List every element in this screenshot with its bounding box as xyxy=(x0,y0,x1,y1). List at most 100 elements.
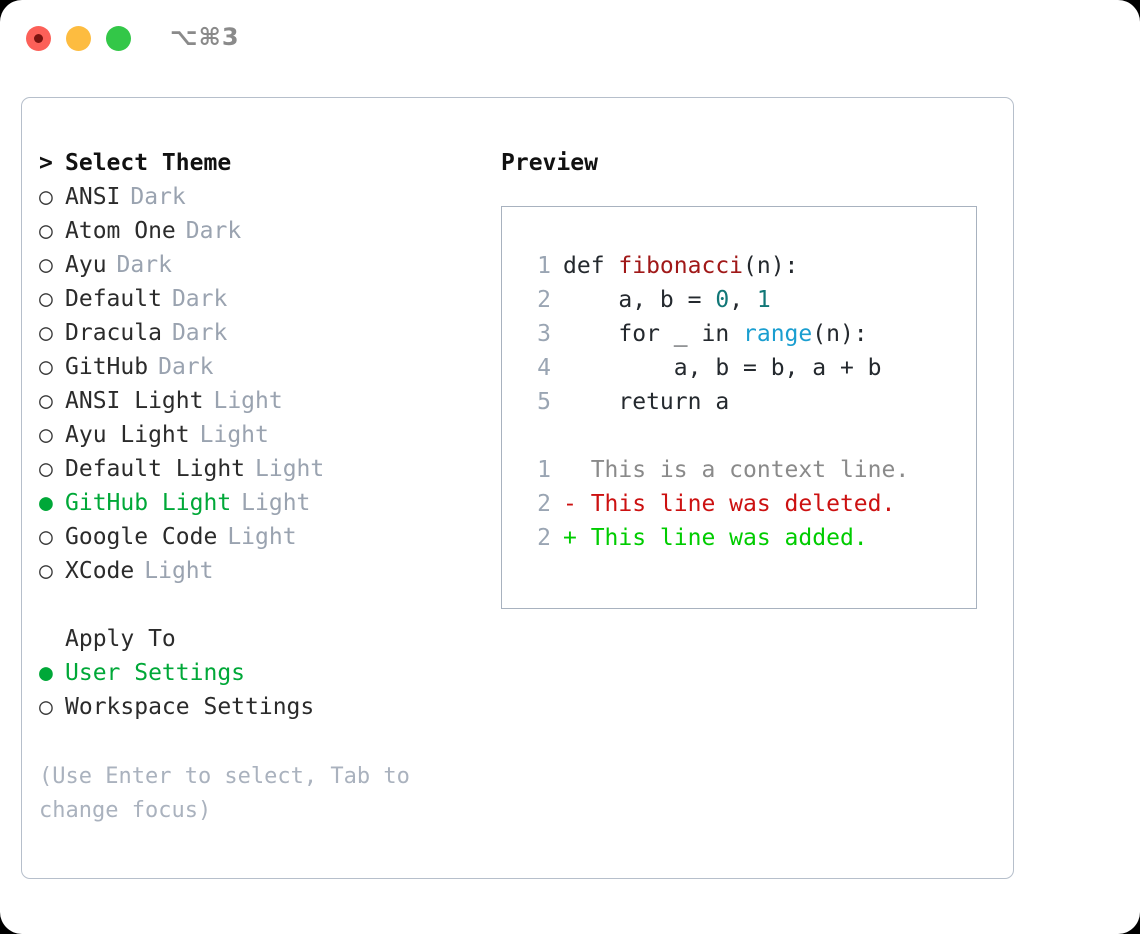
theme-variant-badge: Dark xyxy=(130,184,186,210)
theme-variant-badge: Dark xyxy=(158,354,214,380)
theme-list-item[interactable]: ○ GitHub Dark xyxy=(39,354,479,388)
diff-text: This is a context line. xyxy=(563,457,910,483)
close-icon xyxy=(34,34,43,43)
theme-variant-badge: Light xyxy=(144,558,214,584)
apply-to-title: Apply To xyxy=(65,626,176,652)
line-number: 4 xyxy=(537,355,551,381)
theme-variant-badge: Light xyxy=(241,490,311,516)
close-window-button[interactable] xyxy=(26,26,51,51)
theme-name: Google Code xyxy=(65,524,218,550)
code-token: def xyxy=(563,253,619,279)
theme-list-item[interactable]: ○ ANSI Dark xyxy=(39,184,479,218)
apply-to-item[interactable]: ○ Workspace Settings xyxy=(39,694,479,728)
theme-variant-badge: Dark xyxy=(171,286,228,312)
theme-name: Default xyxy=(65,286,162,312)
theme-name: XCode xyxy=(65,558,135,584)
theme-list-item[interactable]: ○ ANSI Light Light xyxy=(39,388,479,422)
radio-selected-icon[interactable]: ● xyxy=(39,490,53,516)
code-token: 1 xyxy=(756,287,771,313)
code-sample: 1 def fibonacci(n): 2 a, b = 0, 1 3 for _ i… xyxy=(521,253,976,423)
theme-variant-badge: Light xyxy=(227,524,297,550)
code-diff-separator xyxy=(521,423,976,457)
code-token: (n): xyxy=(743,253,799,279)
theme-name: ANSI xyxy=(65,184,121,210)
radio-unselected-icon[interactable]: ○ xyxy=(39,252,53,278)
theme-name: ANSI Light xyxy=(65,388,204,414)
preview-title: Preview xyxy=(501,150,598,176)
code-token: fibonacci xyxy=(618,253,744,279)
radio-unselected-icon[interactable]: ○ xyxy=(39,354,53,380)
select-theme-title: Select Theme xyxy=(65,150,232,176)
code-token: , xyxy=(729,287,757,313)
prompt-caret-icon: > xyxy=(39,150,53,176)
radio-unselected-icon[interactable]: ○ xyxy=(39,694,53,720)
theme-list-item[interactable]: ○ Google Code Light xyxy=(39,524,479,558)
radio-unselected-icon[interactable]: ○ xyxy=(39,218,53,244)
keyboard-hint-text: (Use Enter to select, Tab to change focu… xyxy=(39,764,424,823)
theme-name: GitHub xyxy=(65,354,149,380)
theme-variant-badge: Dark xyxy=(116,252,172,278)
maximize-window-button[interactable] xyxy=(106,26,131,51)
line-number: 2 xyxy=(537,287,551,313)
theme-variant-badge: Light xyxy=(255,456,325,482)
line-number: 3 xyxy=(537,321,551,347)
radio-unselected-icon[interactable]: ○ xyxy=(39,320,53,346)
radio-unselected-icon[interactable]: ○ xyxy=(39,388,53,414)
diff-sample: 1 This is a context line.2- This line wa… xyxy=(521,457,976,559)
theme-list-item[interactable]: ○ XCode Light xyxy=(39,558,479,592)
radio-unselected-icon[interactable]: ○ xyxy=(39,558,53,584)
preview-box: 1 def fibonacci(n): 2 a, b = 0, 1 3 for _ i… xyxy=(501,206,977,609)
radio-unselected-icon[interactable]: ○ xyxy=(39,422,53,448)
theme-list-item[interactable]: ○ Atom One Dark xyxy=(39,218,479,252)
code-token: return a xyxy=(563,389,730,415)
theme-variant-badge: Dark xyxy=(185,218,242,244)
list-spacer xyxy=(39,592,479,626)
apply-to-item[interactable]: ●User Settings xyxy=(39,660,479,694)
radio-unselected-icon[interactable]: ○ xyxy=(39,286,53,312)
line-number: 2 xyxy=(537,491,551,517)
diff-text: - This line was deleted. xyxy=(563,491,896,517)
theme-variant-badge: Light xyxy=(199,422,269,448)
theme-list-item[interactable]: ● GitHub Light Light xyxy=(39,490,479,524)
code-token: range xyxy=(743,321,813,347)
select-theme-header: > Select Theme xyxy=(39,150,479,184)
theme-name: GitHub Light xyxy=(65,490,232,516)
theme-name: Atom One xyxy=(65,218,176,244)
preview-column: Preview 1 def fibonacci(n): 2 a, b = 0, 1 3… xyxy=(501,150,1001,609)
theme-list-item[interactable]: ○ Ayu Light Light xyxy=(39,422,479,456)
theme-list-item[interactable]: ○ Default Dark xyxy=(39,286,479,320)
keyboard-shortcut-label: ⌥⌘3 xyxy=(170,23,240,51)
theme-variant-badge: Dark xyxy=(171,320,228,346)
apply-to-list: ●User Settings○ Workspace Settings xyxy=(39,660,479,728)
theme-name: Ayu Light xyxy=(65,422,190,448)
line-number: 2 xyxy=(537,525,551,551)
code-token: a, b = b, a + b xyxy=(563,355,882,381)
minimize-window-button[interactable] xyxy=(66,26,91,51)
theme-variant-badge: Light xyxy=(213,388,283,414)
line-number: 1 xyxy=(537,253,551,279)
code-token: for _ in xyxy=(563,321,744,347)
theme-name: Ayu xyxy=(65,252,107,278)
theme-list-item[interactable]: ○ Ayu Dark xyxy=(39,252,479,286)
radio-unselected-icon[interactable]: ○ xyxy=(39,184,53,210)
apply-to-header: Apply To xyxy=(39,626,479,660)
title-bar: ⌥⌘3 xyxy=(0,0,1140,78)
diff-line: 2+ This line was added. xyxy=(521,525,976,559)
code-token: a, b = xyxy=(563,287,716,313)
radio-unselected-icon[interactable]: ○ xyxy=(39,524,53,550)
code-line: 5 return a xyxy=(521,389,976,423)
radio-unselected-icon[interactable]: ○ xyxy=(39,456,53,482)
code-line: 4 a, b = b, a + b xyxy=(521,355,976,389)
code-token: 0 xyxy=(715,287,730,313)
radio-selected-icon[interactable]: ● xyxy=(39,660,53,686)
code-line: 1 def fibonacci(n): xyxy=(521,253,976,287)
apply-to-label: Workspace Settings xyxy=(65,694,315,720)
line-number: 5 xyxy=(537,389,551,415)
diff-line: 1 This is a context line. xyxy=(521,457,976,491)
